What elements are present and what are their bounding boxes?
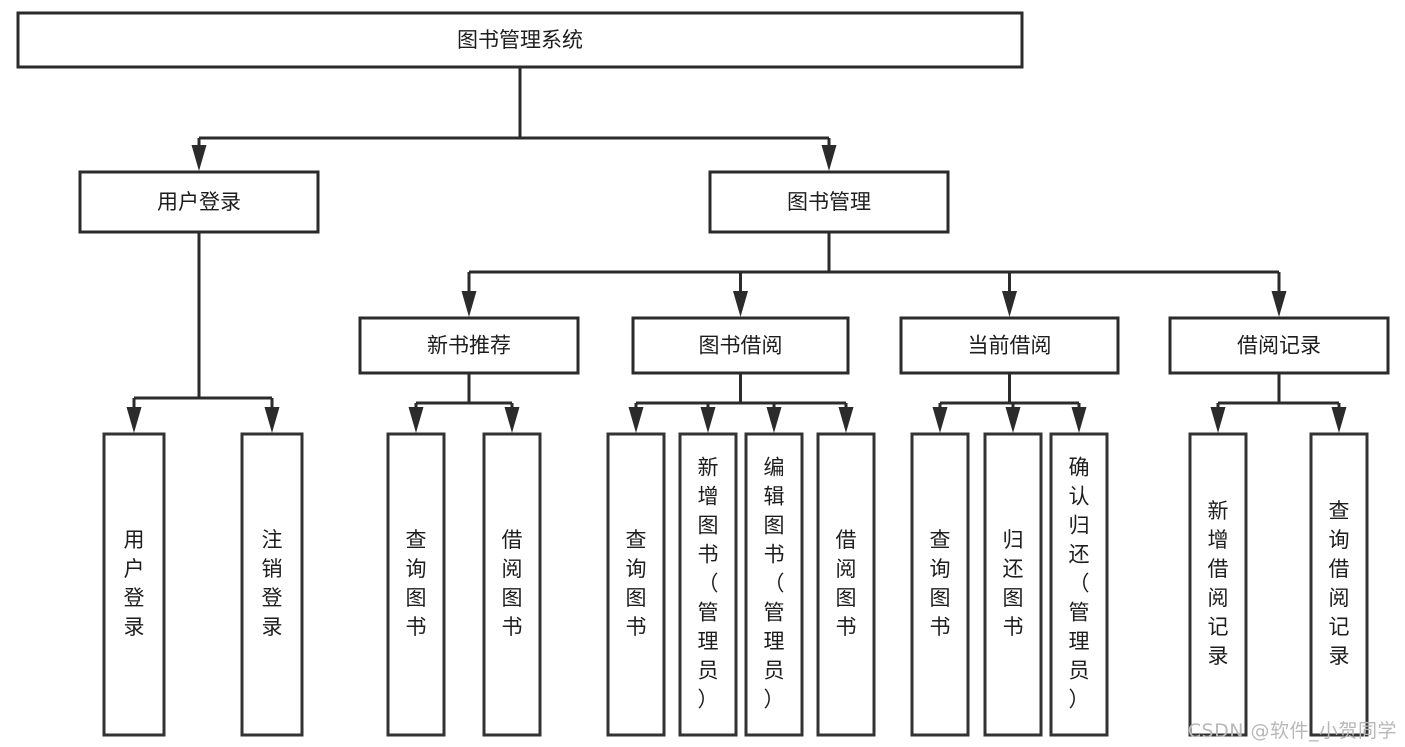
node-box[interactable] [1188, 432, 1248, 737]
node-layer: 图书管理系统用户登录图书管理新书推荐图书借阅当前借阅借阅记录用户登录注销登录查询… [16, 11, 1390, 737]
node-label: 查询借阅记录 [1329, 499, 1350, 668]
node-label: 图书管理 [787, 190, 871, 214]
node-borrow-record[interactable]: 借阅记录 [1168, 316, 1390, 375]
arrow-head-icon [461, 291, 477, 317]
arrow-head-icon [1271, 291, 1287, 317]
node-label: 借阅记录 [1237, 334, 1321, 358]
arrow-head-icon [1002, 291, 1017, 317]
node-label: 查询图书 [406, 528, 427, 639]
node-box[interactable] [78, 170, 320, 234]
node-root-图书管理系统[interactable]: 图书管理系统 [16, 11, 1024, 69]
node-current-borrow[interactable]: 当前借阅 [899, 316, 1120, 375]
connector-group [932, 373, 1087, 433]
arrow-head-icon [821, 145, 837, 171]
node-book-borrow[interactable]: 图书借阅 [631, 316, 850, 375]
node-box[interactable] [1168, 316, 1390, 375]
node-leaf-add-record[interactable]: 新增借阅记录 [1188, 432, 1248, 737]
arrow-head-icon [700, 407, 716, 433]
connector-group [126, 232, 280, 433]
node-box[interactable] [910, 432, 970, 737]
arrow-head-icon [628, 407, 644, 433]
arrow-head-icon [1005, 407, 1021, 433]
node-leaf-query-record[interactable]: 查询借阅记录 [1309, 432, 1369, 737]
node-leaf-edit-book[interactable]: 编辑图书（管理员） [744, 432, 804, 737]
node-leaf-query-book-1[interactable]: 查询图书 [386, 432, 446, 737]
node-leaf-query-book-2[interactable]: 查询图书 [606, 432, 666, 737]
node-box[interactable] [358, 316, 580, 375]
arrow-head-icon [733, 291, 748, 317]
node-new-book-rec[interactable]: 新书推荐 [358, 316, 580, 375]
node-box[interactable] [678, 432, 738, 737]
node-leaf-confirm-return[interactable]: 确认归还（管理员） [1049, 432, 1109, 737]
node-box[interactable] [386, 432, 446, 737]
node-box[interactable] [899, 316, 1120, 375]
connector-group [461, 232, 1287, 317]
node-book-manage[interactable]: 图书管理 [708, 170, 950, 234]
node-leaf-user-logout[interactable]: 注销登录 [240, 432, 304, 737]
node-box[interactable] [240, 432, 304, 737]
connector-group [628, 373, 854, 433]
arrow-head-icon [264, 407, 280, 433]
node-box[interactable] [606, 432, 666, 737]
node-label: 归还图书 [1003, 528, 1024, 639]
node-label: 编辑图书（管理员） [764, 456, 785, 712]
node-box[interactable] [1049, 432, 1109, 737]
connector-group [191, 67, 837, 171]
node-leaf-borrow-book-1[interactable]: 借阅图书 [482, 432, 542, 737]
node-box[interactable] [983, 432, 1043, 737]
node-leaf-borrow-book-2[interactable]: 借阅图书 [816, 432, 876, 737]
arrow-head-icon [504, 407, 520, 433]
node-label: 用户登录 [124, 528, 145, 639]
node-box[interactable] [744, 432, 804, 737]
node-label: 新增图书（管理员） [698, 456, 719, 712]
node-label: 当前借阅 [968, 334, 1052, 358]
node-label: 图书管理系统 [457, 28, 583, 52]
connector-layer [126, 67, 1347, 433]
node-label: 新书推荐 [427, 334, 511, 358]
connector-group [1210, 373, 1347, 433]
arrow-head-icon [1210, 407, 1226, 433]
node-box[interactable] [16, 11, 1024, 69]
arrow-head-icon [1331, 407, 1347, 433]
arrow-head-icon [408, 407, 424, 433]
node-label: 图书借阅 [699, 334, 783, 358]
node-box[interactable] [631, 316, 850, 375]
node-leaf-return-book[interactable]: 归还图书 [983, 432, 1043, 737]
arrow-head-icon [932, 407, 948, 433]
node-label: 注销登录 [262, 528, 283, 639]
connector-group [408, 373, 520, 433]
arrow-head-icon [1071, 407, 1087, 433]
node-label: 借阅图书 [836, 528, 857, 639]
node-box[interactable] [102, 432, 166, 737]
node-user-login[interactable]: 用户登录 [78, 170, 320, 234]
arrow-head-icon [126, 407, 142, 433]
node-label: 确认归还（管理员） [1069, 456, 1090, 712]
node-box[interactable] [482, 432, 542, 737]
node-box[interactable] [816, 432, 876, 737]
arrow-head-icon [838, 407, 854, 433]
node-box[interactable] [708, 170, 950, 234]
node-leaf-add-book[interactable]: 新增图书（管理员） [678, 432, 738, 737]
node-label: 用户登录 [157, 190, 241, 214]
node-label: 查询图书 [626, 528, 647, 639]
arrow-head-icon [191, 145, 207, 171]
node-label: 查询图书 [930, 528, 951, 639]
arrow-head-icon [766, 407, 782, 433]
node-label: 新增借阅记录 [1208, 499, 1229, 668]
node-leaf-query-book-3[interactable]: 查询图书 [910, 432, 970, 737]
node-label: 借阅图书 [502, 528, 523, 639]
node-leaf-user-login[interactable]: 用户登录 [102, 432, 166, 737]
node-box[interactable] [1309, 432, 1369, 737]
